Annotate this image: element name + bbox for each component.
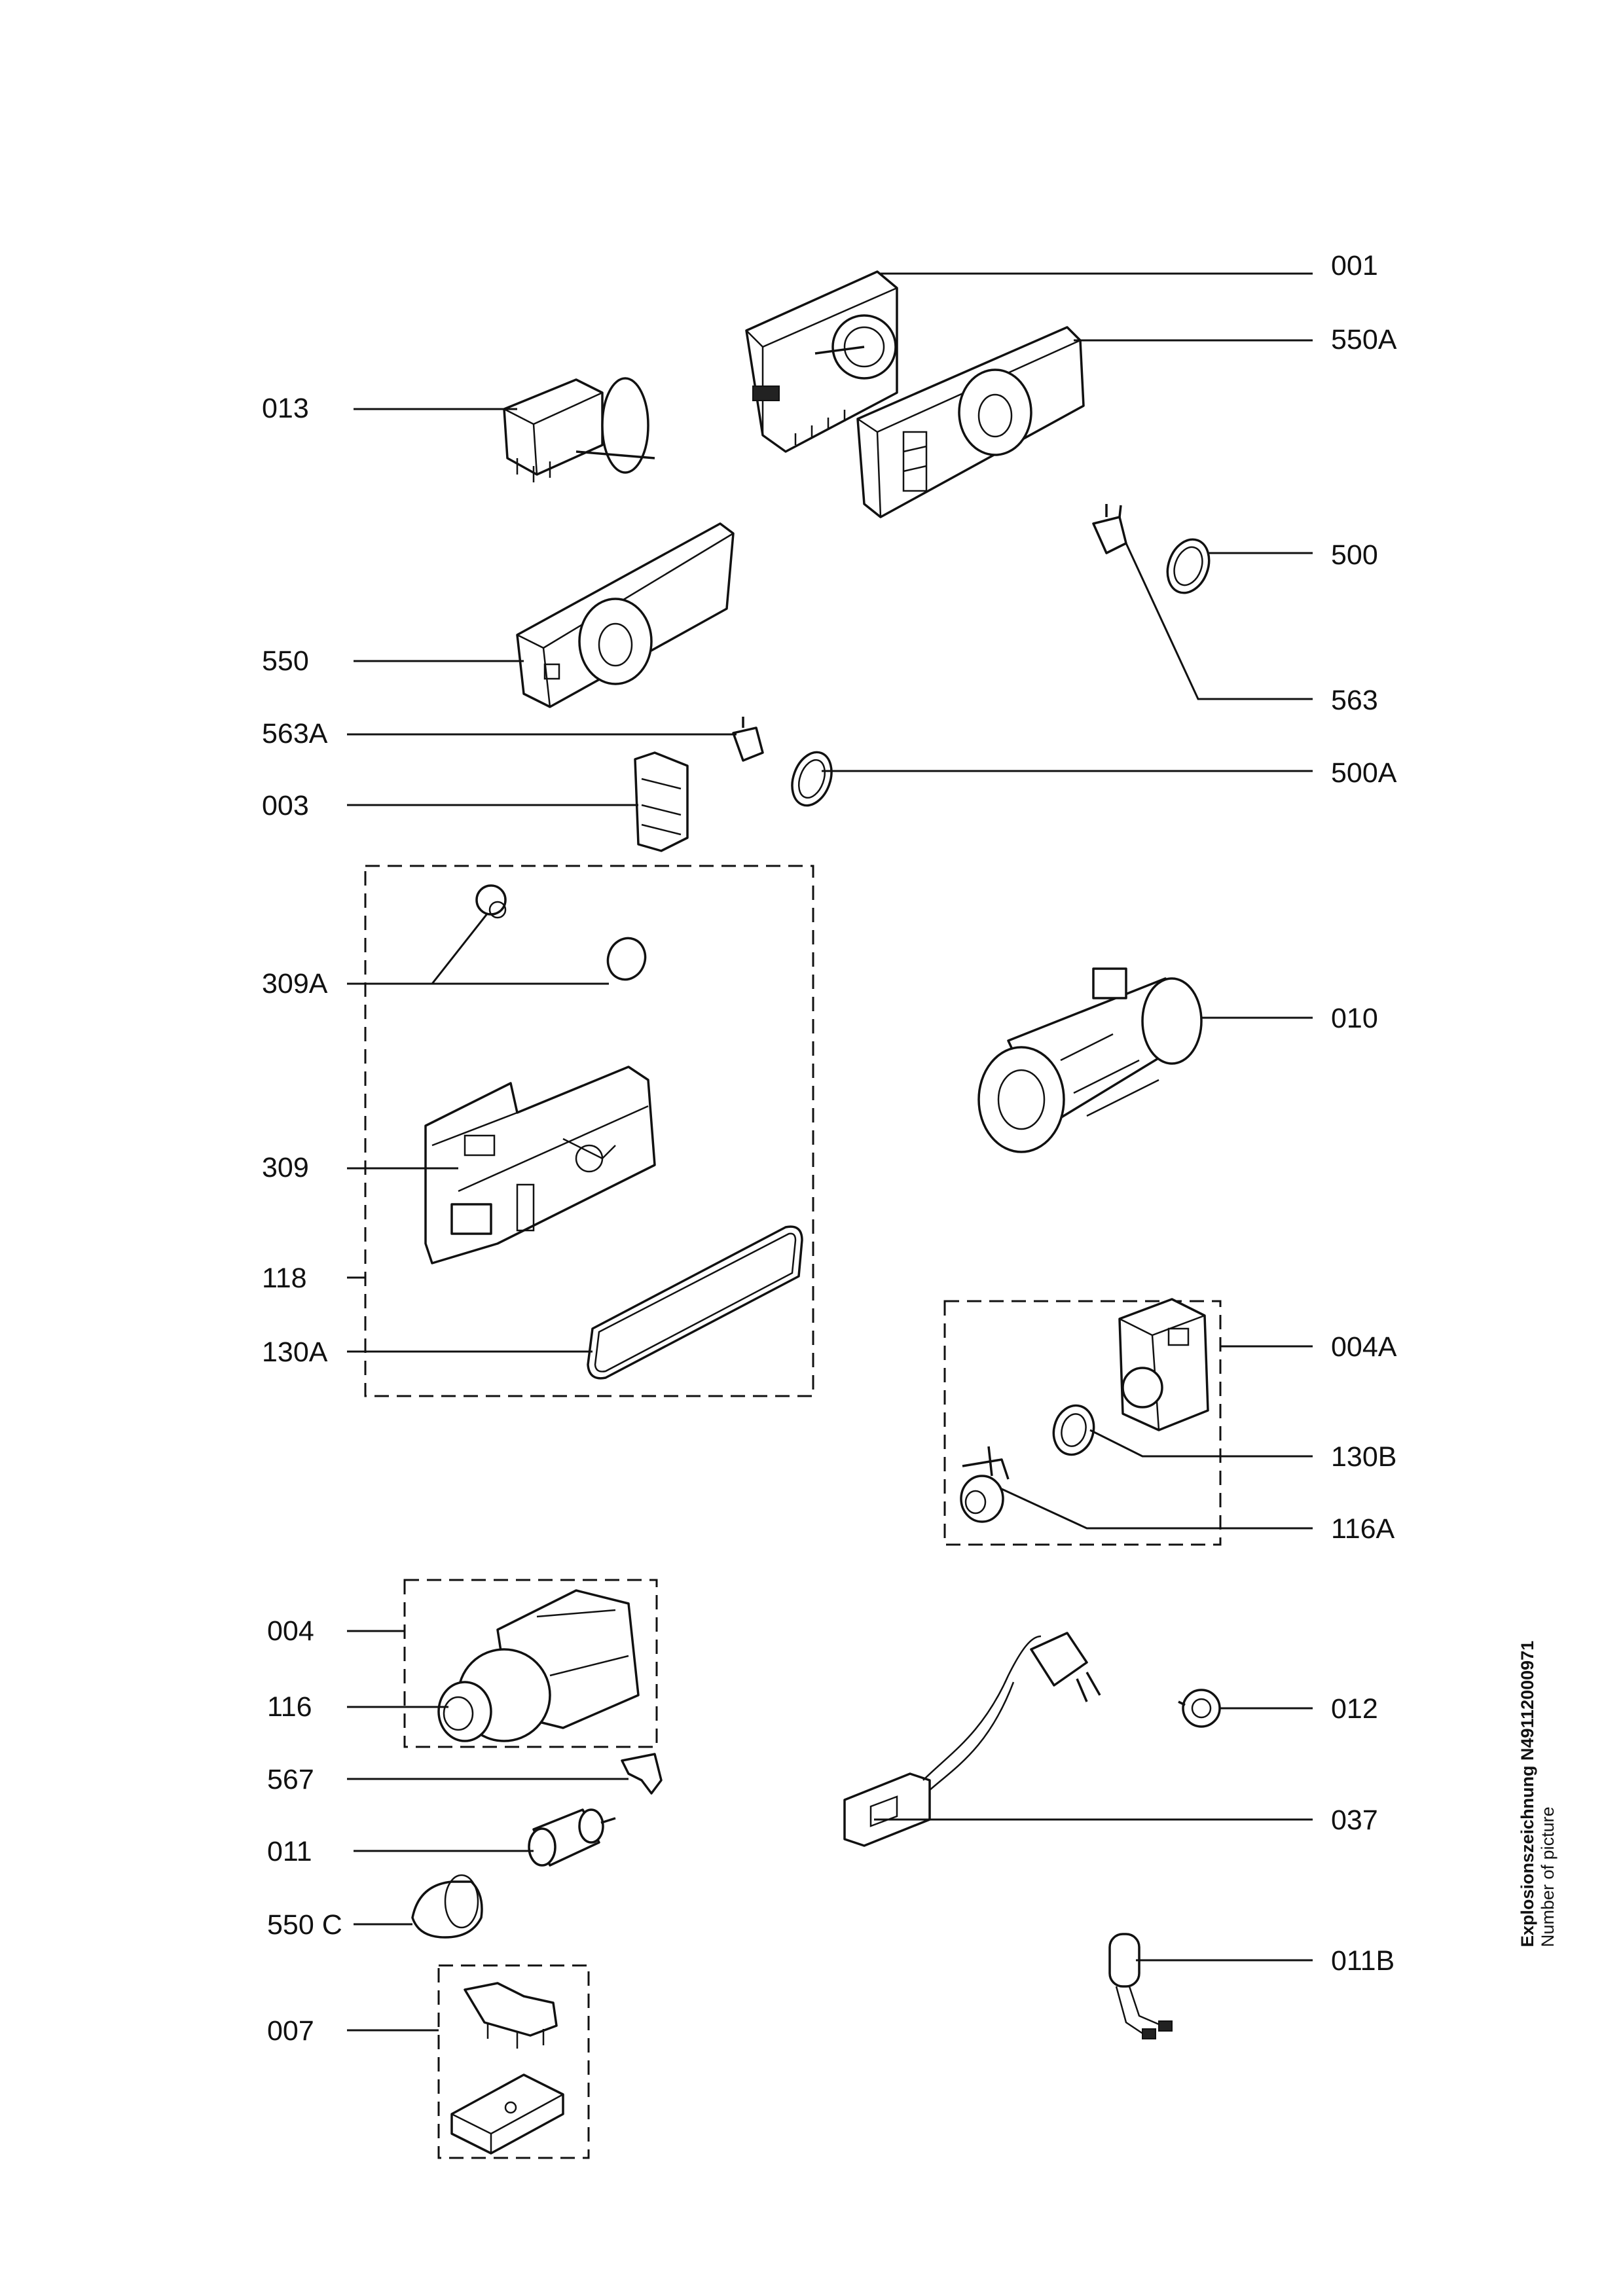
label-001: 001 xyxy=(1331,250,1378,281)
label-309A: 309A xyxy=(262,968,328,999)
part-011-motor xyxy=(528,1808,616,1867)
label-550: 550 xyxy=(262,645,309,677)
label-010: 010 xyxy=(1331,1003,1378,1034)
part-309A-clip xyxy=(475,884,647,981)
leader-lines xyxy=(347,272,1313,2032)
part-563-lamp-holder xyxy=(1092,504,1127,554)
label-130A: 130A xyxy=(262,1336,328,1368)
label-011: 011 xyxy=(267,1836,312,1867)
label-116: 116 xyxy=(267,1691,312,1723)
part-130A-gasket xyxy=(587,1225,803,1380)
part-550C-knob xyxy=(411,1874,483,1939)
label-037: 037 xyxy=(1331,1804,1378,1836)
part-567-clip xyxy=(621,1753,663,1795)
part-001-timer xyxy=(745,270,898,453)
label-563A: 563A xyxy=(262,718,328,749)
part-037-cable xyxy=(843,1632,1101,1847)
label-500: 500 xyxy=(1331,539,1378,571)
part-563A-lamp-holder xyxy=(732,717,764,762)
part-007-switch xyxy=(450,1982,564,2155)
part-500-ring xyxy=(1166,538,1211,594)
label-013: 013 xyxy=(262,393,309,424)
part-011B-capacitor xyxy=(1108,1933,1173,2039)
part-010-heater xyxy=(977,967,1203,1153)
group-box-007 xyxy=(437,1964,590,2159)
label-500A: 500A xyxy=(1331,757,1397,789)
part-004-pump xyxy=(437,1589,640,1742)
part-500A-ring xyxy=(791,751,833,807)
label-003: 003 xyxy=(262,790,309,821)
group-box-004A xyxy=(943,1300,1222,1546)
label-563: 563 xyxy=(1331,685,1378,716)
label-550C: 550 C xyxy=(267,1909,342,1941)
label-007: 007 xyxy=(267,2015,314,2047)
group-box-004 xyxy=(403,1579,658,1748)
part-309-dispenser xyxy=(424,1066,656,1265)
part-116A-motor xyxy=(960,1446,1010,1523)
part-013-switch xyxy=(503,377,655,482)
part-004A-pump xyxy=(1118,1298,1209,1431)
label-130B: 130B xyxy=(1331,1441,1396,1473)
label-011B: 011B xyxy=(1331,1945,1395,1977)
caption-title: Explosionszeichnung N49112000971 xyxy=(1518,1640,1537,1947)
label-550A: 550A xyxy=(1331,324,1397,355)
part-012-sensor xyxy=(1178,1689,1221,1728)
part-003-bracket xyxy=(634,751,689,852)
part-130B-ring xyxy=(1052,1404,1095,1456)
label-118: 118 xyxy=(262,1263,307,1294)
group-box-309 xyxy=(364,865,814,1397)
label-004A: 004A xyxy=(1331,1331,1397,1363)
label-012: 012 xyxy=(1331,1693,1378,1725)
part-550A-control-panel xyxy=(856,326,1085,518)
label-309: 309 xyxy=(262,1152,309,1183)
label-116A: 116A xyxy=(1331,1513,1395,1545)
label-567: 567 xyxy=(267,1764,314,1795)
label-004: 004 xyxy=(267,1615,314,1647)
part-550-control-panel xyxy=(516,522,735,708)
caption-subtitle: Number of picture xyxy=(1538,1806,1558,1947)
